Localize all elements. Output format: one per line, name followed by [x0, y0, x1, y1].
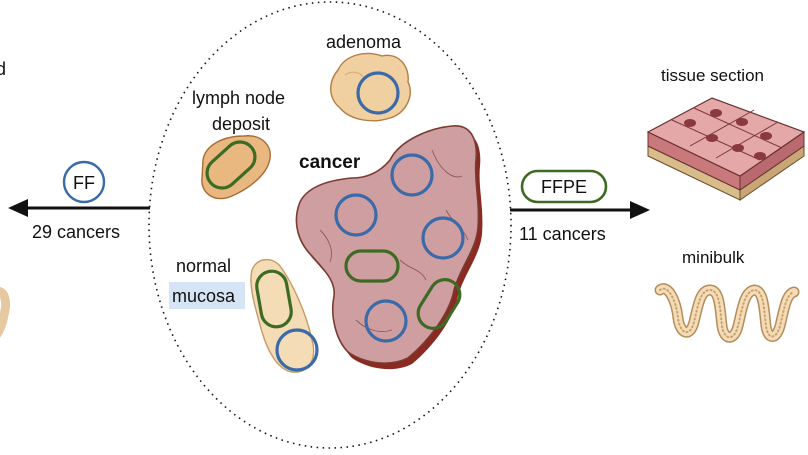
left-cutoff-label: d [0, 59, 6, 79]
cancer-tissue [295, 125, 483, 370]
ffpe-ring-cancer-1 [344, 249, 400, 283]
normal-label: normal [176, 256, 231, 276]
left-cancer-count: 29 cancers [32, 222, 120, 242]
mucosa-label: mucosa [172, 286, 236, 306]
sampling-area-ellipse [148, 1, 512, 449]
ff-sample-circle-cancer-1 [390, 153, 434, 197]
tissue-section-label: tissue section [661, 66, 764, 85]
adenoma-label: adenoma [326, 32, 402, 52]
minibulk-illustration [654, 283, 800, 343]
tissue-section-illustration [646, 97, 806, 201]
ffpe-ring-cancer-2 [416, 278, 462, 330]
ffpe-legend-ring [520, 169, 608, 204]
lymph-node-tissue [201, 135, 271, 200]
right-arrow-head [630, 201, 650, 219]
ffpe-ring-lymph [205, 140, 257, 190]
lymph-node-label-line1: lymph node [192, 88, 285, 108]
left-arrow-head [8, 199, 28, 217]
cancer-label: cancer [299, 152, 361, 173]
ff-sample-circle-mucosa [275, 328, 319, 372]
ff-sample-circle-adenoma [356, 71, 400, 115]
right-cancer-count: 11 cancers [519, 224, 606, 244]
mucosa-highlight [169, 282, 245, 309]
ffpe-label: FFPE [541, 177, 587, 197]
ff-sample-circle-cancer-2 [334, 193, 378, 237]
left-cutoff-minibulk [0, 287, 11, 338]
lymph-node-label-line2: deposit [212, 114, 270, 134]
adenoma-tissue [330, 52, 411, 122]
ff-label: FF [73, 173, 95, 193]
ff-legend-circle [62, 160, 106, 204]
ff-sample-circle-cancer-4 [364, 299, 408, 343]
ffpe-ring-mucosa [255, 269, 293, 329]
minibulk-label: minibulk [682, 248, 745, 267]
ff-sample-circle-cancer-3 [421, 216, 465, 260]
